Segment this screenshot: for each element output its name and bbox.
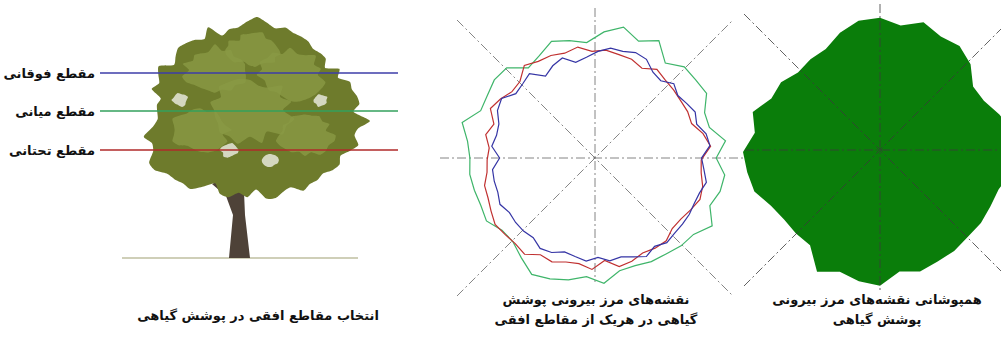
- lower-outline: [485, 47, 711, 269]
- section-label: مقطع تحتانی: [9, 143, 95, 158]
- axis-lines: [440, 8, 752, 296]
- panel-caption: انتخاب مقاطع افقی در پوشش گیاهی: [123, 306, 393, 326]
- section-lines: [100, 73, 398, 150]
- tree-illustration: [122, 17, 370, 258]
- axis-line: [744, 14, 1001, 286]
- panel-caption: همپوشانی نقشه‌های مرز بیرونی پوشش گیاهی: [772, 290, 982, 329]
- upper-section-line: [100, 72, 398, 73]
- overlay-fill: [743, 18, 1001, 286]
- overlay-shape: [743, 18, 1001, 286]
- axis-line: [457, 20, 733, 296]
- axis-line: [744, 14, 1001, 286]
- middle-section-line: [100, 110, 398, 111]
- upper-outline: [492, 48, 710, 261]
- axis-line: [457, 20, 733, 296]
- crown-gap: [262, 154, 279, 167]
- section-label: مقطع میانی: [15, 104, 95, 119]
- axis-line: [745, 150, 999, 151]
- lower-section-line: [100, 149, 398, 150]
- axis-line: [595, 8, 596, 282]
- crown-gap: [171, 93, 188, 107]
- axis-line: [880, 4, 881, 292]
- tree-crown: [144, 17, 370, 199]
- panel-caption: نقشه‌های مرز بیرونی پوشش گیاهی در هریک ا…: [489, 290, 704, 329]
- section-label: مقطع فوقانی: [3, 66, 95, 81]
- crown-highlight: [225, 32, 280, 67]
- middle-outline: [462, 27, 725, 283]
- section-outlines: [462, 27, 725, 283]
- crown-gap: [313, 94, 327, 107]
- axis-lines: [744, 4, 1001, 292]
- axis-line: [440, 158, 752, 159]
- crown-highlight: [172, 108, 232, 152]
